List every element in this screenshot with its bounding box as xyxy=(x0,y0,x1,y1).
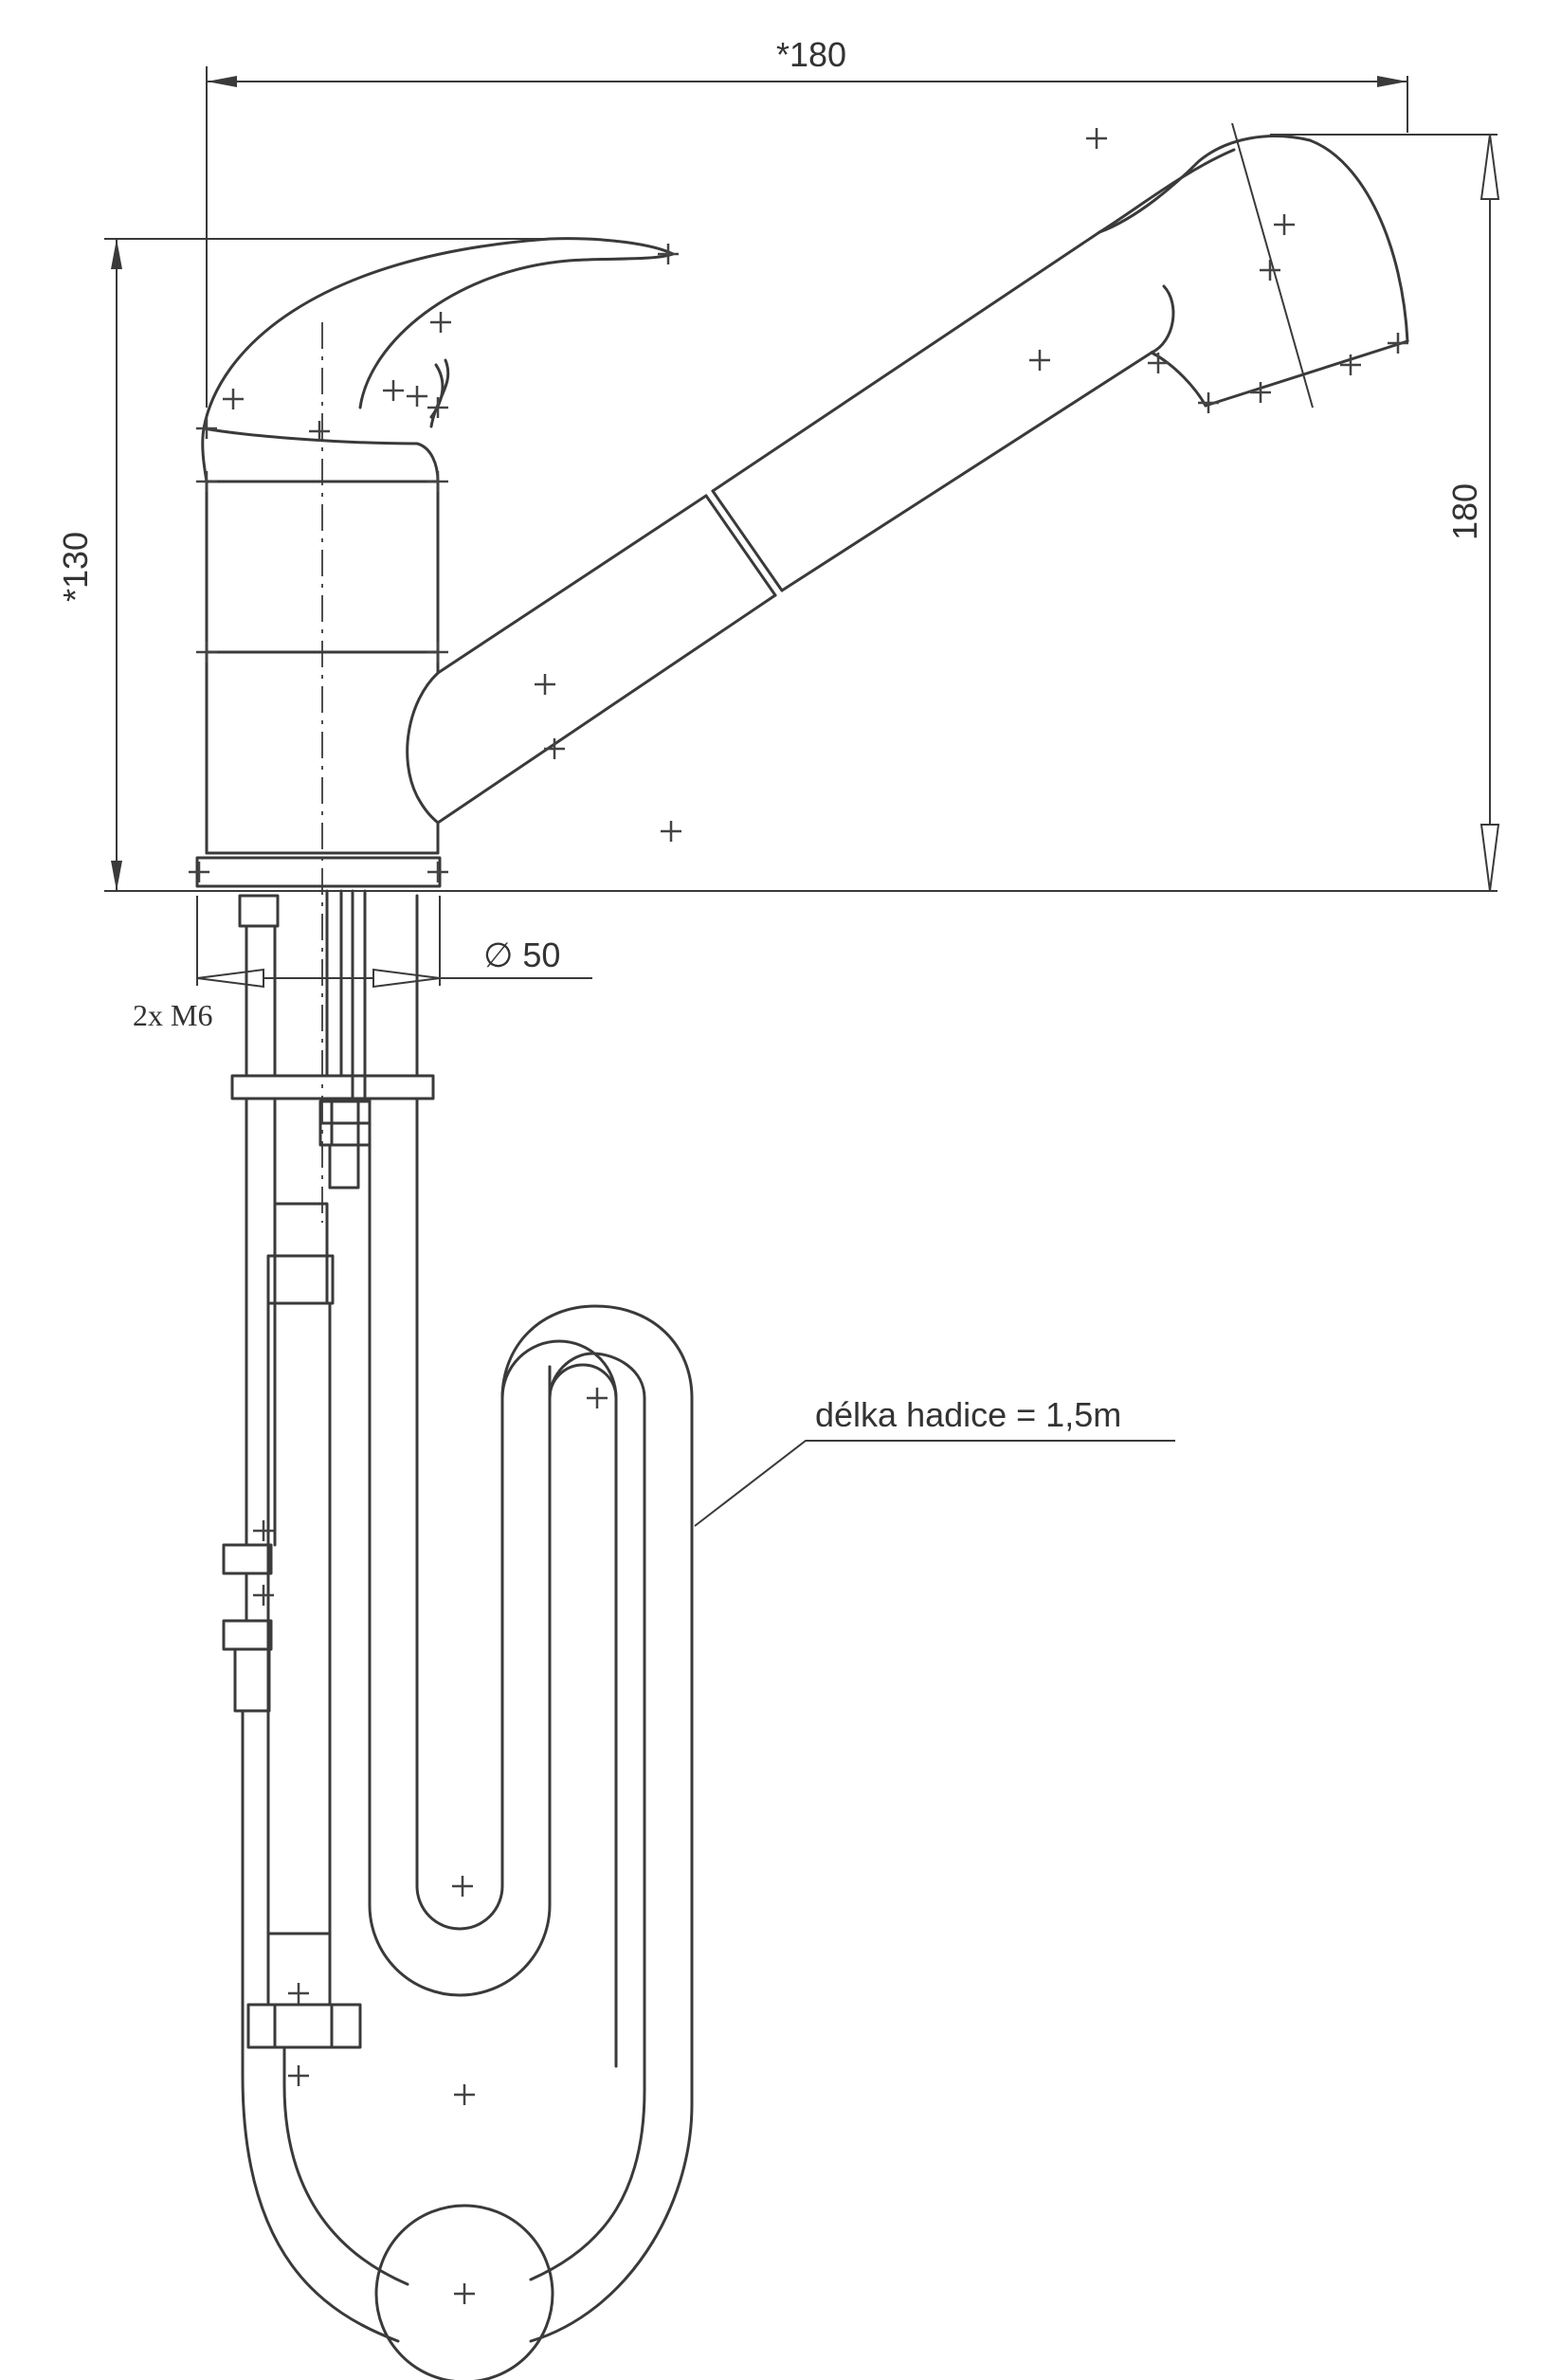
construction-mark xyxy=(1148,353,1169,373)
construction-mark xyxy=(288,1983,309,2004)
construction-mark xyxy=(427,397,448,418)
dimension-diameter: ∅ 50 2x M6 xyxy=(133,896,592,1032)
dimension-right-height: 180 xyxy=(1270,134,1500,892)
construction-mark xyxy=(1274,214,1295,235)
construction-mark xyxy=(196,471,217,492)
construction-mark xyxy=(658,244,679,264)
construction-mark xyxy=(196,642,217,663)
construction-mark xyxy=(189,862,209,882)
construction-mark xyxy=(430,312,451,333)
pullout-hose-loop: délka hadice = 1,5m xyxy=(241,1098,1175,2380)
mounting-rods xyxy=(230,889,435,1190)
construction-mark xyxy=(452,1876,473,1897)
construction-mark xyxy=(253,1520,274,1541)
construction-mark xyxy=(427,862,448,882)
construction-mark xyxy=(1250,382,1271,403)
construction-mark xyxy=(454,2084,475,2105)
construction-mark xyxy=(427,471,448,492)
construction-mark xyxy=(196,418,217,439)
thread-label: 2x M6 xyxy=(133,998,212,1032)
construction-mark xyxy=(309,421,330,442)
construction-mark xyxy=(383,380,404,401)
construction-mark xyxy=(535,674,555,695)
hose-length-label: délka hadice = 1,5m xyxy=(815,1395,1121,1434)
dimension-diameter-label: ∅ 50 xyxy=(483,936,560,974)
faucet-body xyxy=(195,122,1409,888)
construction-mark xyxy=(1388,333,1408,354)
construction-mark xyxy=(1340,354,1361,375)
construction-mark xyxy=(253,1585,274,1606)
supply-hose xyxy=(222,1097,362,2078)
construction-mark xyxy=(587,1388,608,1408)
construction-mark xyxy=(1086,128,1107,149)
dimension-top-width: *180 xyxy=(206,35,1408,408)
construction-mark xyxy=(1260,260,1280,281)
construction-mark xyxy=(427,642,448,663)
construction-mark xyxy=(1029,350,1050,371)
dimension-top-width-label: *180 xyxy=(776,35,846,74)
dimension-right-height-label: 180 xyxy=(1445,483,1484,540)
construction-mark xyxy=(223,389,244,409)
construction-marks xyxy=(189,128,1408,2304)
dimension-left-height: *130 xyxy=(56,238,1497,892)
hose-leader-line xyxy=(694,1440,1175,1527)
construction-mark xyxy=(407,386,427,407)
hose-weight-ball xyxy=(374,2204,554,2380)
construction-mark xyxy=(1198,392,1219,413)
construction-mark xyxy=(454,2283,475,2304)
dimension-left-height-label: *130 xyxy=(56,532,95,602)
construction-mark xyxy=(288,2065,309,2086)
construction-mark xyxy=(661,821,681,842)
construction-mark xyxy=(544,738,565,759)
